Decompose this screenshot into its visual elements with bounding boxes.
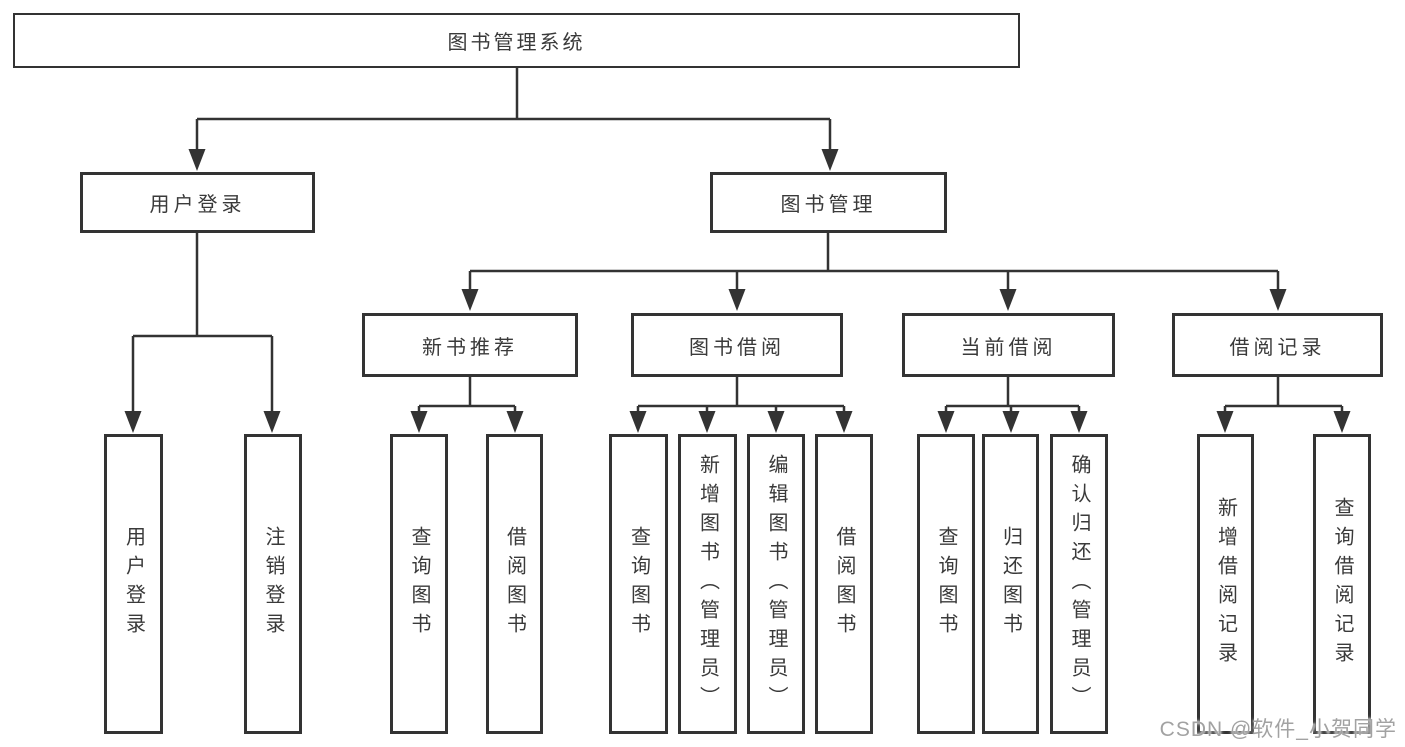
node-book-management-label: 图书管理 bbox=[780, 194, 877, 216]
tree-edges bbox=[131, 68, 1344, 414]
leaf-borrow-query-books-label: 查询图书 bbox=[627, 526, 650, 642]
leaf-edit-book-admin: 编辑图书（管理员） bbox=[747, 434, 805, 734]
leaf-newbooks-query-books: 查询图书 bbox=[390, 434, 448, 734]
node-book-borrowing-label: 图书借阅 bbox=[689, 336, 785, 359]
leaf-borrow-query-books: 查询图书 bbox=[609, 434, 668, 734]
node-book-borrowing: 图书借阅 bbox=[631, 313, 843, 377]
node-root-label: 图书管理系统 bbox=[447, 32, 586, 54]
leaf-current-query-books-label: 查询图书 bbox=[935, 526, 957, 642]
leaf-logout-label: 注销登录 bbox=[262, 526, 284, 642]
node-borrowing-records-label: 借阅记录 bbox=[1229, 336, 1326, 359]
leaf-borrow-borrow-books: 借阅图书 bbox=[815, 434, 873, 734]
node-book-management: 图书管理 bbox=[710, 172, 947, 233]
leaf-newbooks-borrow-books: 借阅图书 bbox=[486, 434, 543, 734]
node-user-login: 用户登录 bbox=[80, 172, 315, 233]
leaf-user-login: 用户登录 bbox=[104, 434, 163, 734]
csdn-watermark: CSDN @软件_小贺同学 bbox=[1159, 718, 1397, 741]
node-root: 图书管理系统 bbox=[13, 13, 1020, 68]
leaf-current-query-books: 查询图书 bbox=[917, 434, 975, 734]
leaf-confirm-return-admin-label: 确认归还（管理员） bbox=[1068, 453, 1090, 715]
leaf-query-borrow-record: 查询借阅记录 bbox=[1313, 434, 1371, 734]
leaf-query-borrow-record-label: 查询借阅记录 bbox=[1331, 497, 1353, 671]
arrowhead-icons bbox=[124, 149, 1351, 433]
leaf-add-book-admin: 新增图书（管理员） bbox=[678, 434, 737, 734]
leaf-confirm-return-admin: 确认归还（管理员） bbox=[1050, 434, 1108, 734]
leaf-logout: 注销登录 bbox=[244, 434, 302, 734]
node-borrowing-records: 借阅记录 bbox=[1172, 313, 1383, 377]
leaf-user-login-label: 用户登录 bbox=[122, 526, 145, 642]
leaf-newbooks-borrow-books-label: 借阅图书 bbox=[503, 526, 526, 642]
leaf-newbooks-query-books-label: 查询图书 bbox=[408, 526, 430, 642]
leaf-return-books-label: 归还图书 bbox=[999, 526, 1022, 642]
leaf-return-books: 归还图书 bbox=[982, 434, 1039, 734]
leaf-add-borrow-record: 新增借阅记录 bbox=[1197, 434, 1254, 734]
leaf-borrow-borrow-books-label: 借阅图书 bbox=[833, 526, 855, 642]
leaf-edit-book-admin-label: 编辑图书（管理员） bbox=[765, 453, 787, 715]
node-user-login-label: 用户登录 bbox=[149, 194, 246, 216]
leaf-add-borrow-record-label: 新增借阅记录 bbox=[1214, 497, 1237, 671]
node-new-book-recommend: 新书推荐 bbox=[362, 313, 578, 377]
node-current-borrowing-label: 当前借阅 bbox=[960, 336, 1057, 359]
node-current-borrowing: 当前借阅 bbox=[902, 313, 1115, 377]
leaf-add-book-admin-label: 新增图书（管理员） bbox=[696, 453, 719, 715]
node-new-book-recommend-label: 新书推荐 bbox=[422, 336, 518, 359]
